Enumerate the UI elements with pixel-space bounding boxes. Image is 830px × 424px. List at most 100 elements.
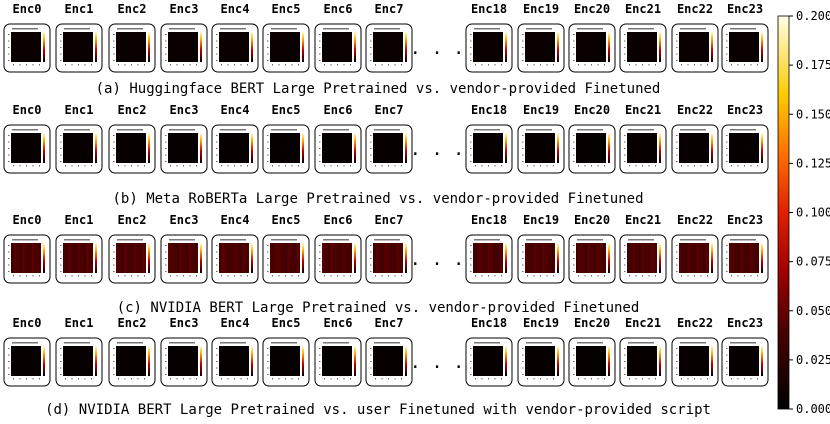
heatmap-cell-block [729, 32, 759, 62]
encoder-heatmap-panel [211, 124, 259, 174]
encoder-label: Enc20 [574, 316, 610, 330]
heatmap-cell-block [168, 133, 198, 163]
encoder-heatmap-panel [671, 337, 719, 387]
heatmap-cell-block [373, 32, 403, 62]
heatmap-cell-block [322, 32, 352, 62]
encoder-heatmap-panel [108, 337, 156, 387]
ellipsis: . . . [410, 139, 464, 160]
encoder-label: Enc2 [118, 103, 147, 117]
encoder-heatmap-panel [465, 337, 513, 387]
heatmap-cell-block [322, 133, 352, 163]
encoder-label: Enc22 [677, 2, 713, 16]
ellipsis: . . . [410, 38, 464, 59]
row-caption: (d) NVIDIA BERT Large Pretrained vs. use… [45, 402, 711, 418]
encoder-heatmap-panel [568, 23, 616, 73]
encoder-label: Enc4 [221, 103, 250, 117]
encoder-label: Enc18 [471, 213, 507, 227]
encoder-heatmap-panel [211, 234, 259, 284]
ellipsis: . . . [410, 352, 464, 373]
encoder-heatmap-panel [160, 124, 208, 174]
heatmap-cell-block [322, 346, 352, 376]
encoder-label: Enc3 [170, 103, 199, 117]
heatmap-cell-block [116, 32, 146, 62]
encoder-label: Enc18 [471, 2, 507, 16]
encoder-heatmap-panel [671, 23, 719, 73]
encoder-label: Enc7 [375, 103, 404, 117]
heatmap-cell-block [576, 133, 606, 163]
encoder-heatmap-panel [262, 124, 310, 174]
encoder-label: Enc19 [523, 2, 559, 16]
encoder-heatmap-panel [568, 337, 616, 387]
encoder-heatmap-panel [365, 124, 413, 174]
encoder-heatmap-panel [160, 234, 208, 284]
encoder-heatmap-panel [314, 234, 362, 284]
encoder-label: Enc0 [13, 213, 42, 227]
encoder-label: Enc22 [677, 103, 713, 117]
encoder-heatmap-panel [314, 124, 362, 174]
encoder-label: Enc3 [170, 2, 199, 16]
encoder-label: Enc18 [471, 103, 507, 117]
encoder-heatmap-panel [517, 124, 565, 174]
encoder-label: Enc0 [13, 103, 42, 117]
encoder-label: Enc19 [523, 316, 559, 330]
row-caption: (a) Huggingface BERT Large Pretrained vs… [96, 81, 661, 97]
heatmap-cell-block [627, 133, 657, 163]
colorbar-tick-label: 0.100 [796, 206, 830, 220]
heatmap-cell-block [473, 32, 503, 62]
encoder-heatmap-panel [465, 124, 513, 174]
encoder-label: Enc7 [375, 2, 404, 16]
ellipsis: . . . [410, 249, 464, 270]
encoder-label: Enc23 [727, 213, 763, 227]
heatmap-cell-block [168, 346, 198, 376]
heatmap-cell-block [627, 32, 657, 62]
encoder-heatmap-panel [517, 337, 565, 387]
encoder-label: Enc20 [574, 2, 610, 16]
encoder-heatmap-panel [262, 23, 310, 73]
heatmap-cell-block [373, 346, 403, 376]
encoder-heatmap-panel [3, 124, 51, 174]
encoder-heatmap-panel [365, 234, 413, 284]
encoder-label: Enc2 [118, 2, 147, 16]
encoder-label: Enc1 [65, 316, 94, 330]
encoder-label: Enc2 [118, 213, 147, 227]
heatmap-cell-block [679, 346, 709, 376]
colorbar-tick-label: 0.175 [796, 58, 830, 72]
encoder-label: Enc22 [677, 213, 713, 227]
encoder-heatmap-panel [721, 23, 769, 73]
heatmap-cell-block [219, 133, 249, 163]
heatmap-cell-block [627, 346, 657, 376]
encoder-heatmap-panel [211, 23, 259, 73]
row-caption: (c) NVIDIA BERT Large Pretrained vs. ven… [117, 300, 640, 316]
encoder-label: Enc6 [324, 2, 353, 16]
encoder-label: Enc0 [13, 2, 42, 16]
heatmap-cell-block [116, 133, 146, 163]
encoder-heatmap-panel [721, 234, 769, 284]
encoder-label: Enc21 [625, 2, 661, 16]
encoder-heatmap-panel [108, 23, 156, 73]
encoder-label: Enc21 [625, 103, 661, 117]
encoder-label: Enc3 [170, 316, 199, 330]
encoder-heatmap-panel [55, 23, 103, 73]
heatmap-cell-block [11, 133, 41, 163]
encoder-label: Enc19 [523, 103, 559, 117]
heatmap-cell-block [168, 32, 198, 62]
encoder-heatmap-panel [160, 337, 208, 387]
encoder-heatmap-panel [262, 234, 310, 284]
heatmap-cell-block [576, 346, 606, 376]
heatmap-cell-block [63, 133, 93, 163]
encoder-label: Enc6 [324, 213, 353, 227]
encoder-heatmap-panel [671, 124, 719, 174]
encoder-label: Enc7 [375, 316, 404, 330]
colorbar-tick-label: 0.200 [796, 9, 830, 23]
encoder-heatmap-panel [619, 337, 667, 387]
encoder-label: Enc3 [170, 213, 199, 227]
heatmap-cell-block [473, 346, 503, 376]
colorbar-gradient [777, 15, 790, 410]
heatmap-cell-block [11, 32, 41, 62]
encoder-heatmap-panel [517, 234, 565, 284]
